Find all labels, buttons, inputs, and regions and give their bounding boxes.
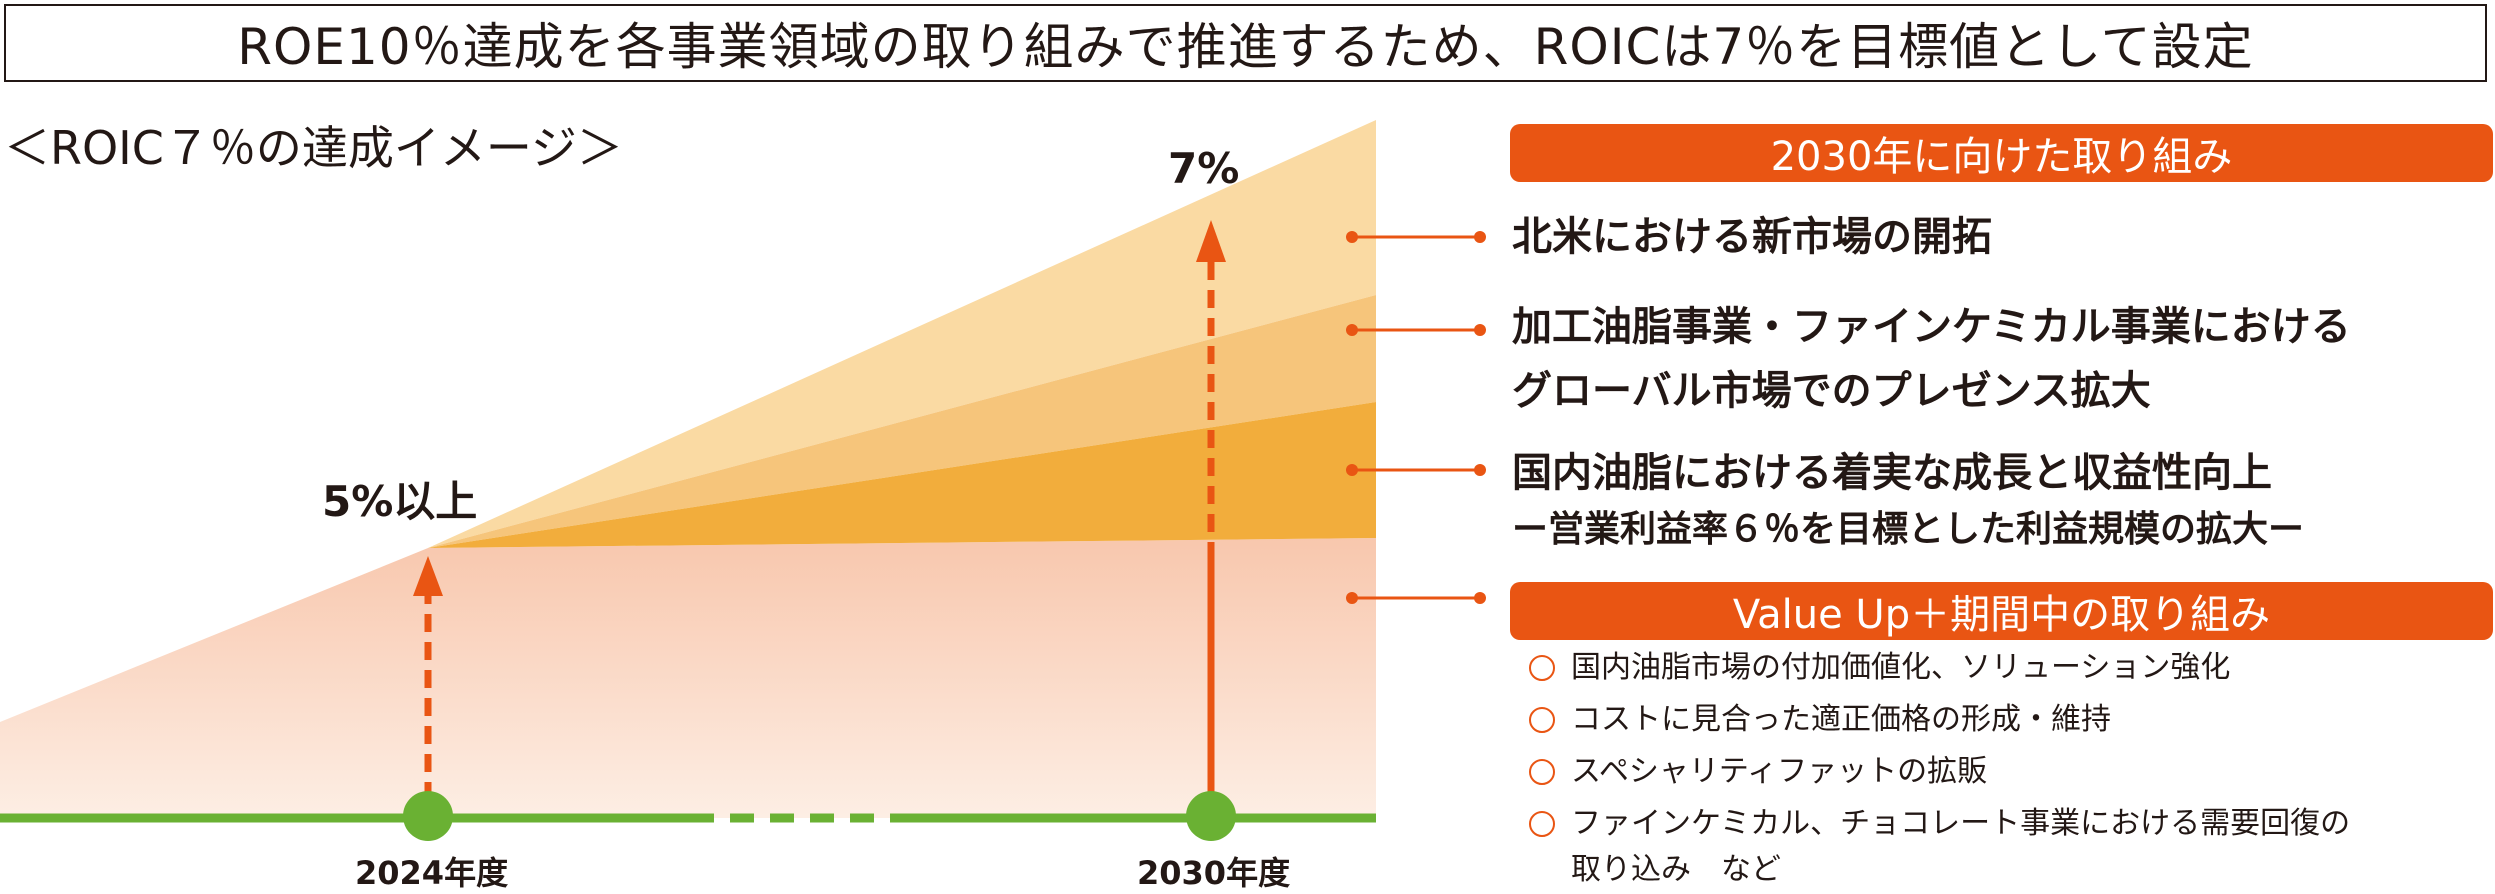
roic-start-label: 5%以上 <box>322 477 478 526</box>
connector-global-presence <box>1346 324 1486 336</box>
year-2024-label: 2024年度 <box>355 854 509 892</box>
timeline-dot-icon <box>1186 791 1236 841</box>
connector-new-market <box>1346 231 1486 243</box>
list-item: コストに見合った適正価格の形成・維持 <box>1525 694 2350 746</box>
band-second <box>428 295 1376 548</box>
connector-domestic-growth <box>1346 464 1486 476</box>
up-arrow-icon <box>413 556 443 596</box>
year-2030-label: 2030年度 <box>1137 854 1291 892</box>
circle-bullet-icon <box>1529 759 1555 785</box>
initiative-domestic-growth-line2: ー営業利益率６％を目標とした利益規模の拡大ー <box>1512 509 2305 550</box>
connector-value-up <box>1346 592 1486 604</box>
roic-target-label: 7% <box>1168 144 1240 193</box>
circle-bullet-icon <box>1529 811 1555 837</box>
up-arrow-icon <box>1196 220 1226 262</box>
main-title: ROE10％達成を各事業領域の取り組みで推進するため、ROICは7％を目標値とし… <box>4 4 2487 82</box>
initiative-global-presence-line2: グローバル市場でのプレゼンス拡大 <box>1512 368 2151 414</box>
diagram-subtitle: ＜ROIC７％の達成イメージ＞ <box>4 121 623 175</box>
circle-bullet-icon <box>1529 655 1555 681</box>
list-item: 国内油脂市場の付加価値化、ソリューション強化 <box>1525 642 2350 694</box>
initiative-global-presence-line1: 加工油脂事業・ファインケミカル事業における <box>1512 304 2351 350</box>
base-area <box>0 538 1376 818</box>
list-item: スペシャリティファットの拡販 <box>1525 746 2350 798</box>
initiative-domestic-growth-line1: 国内油脂における着実な成長と収益性向上 <box>1512 450 2272 496</box>
band-third <box>428 402 1376 548</box>
initiatives-2030-header: 2030年に向けた取り組み <box>1510 124 2493 182</box>
timeline-dot-icon <box>403 791 453 841</box>
list-item-continuation: 取り込み など <box>1571 852 1781 887</box>
list-item: ファインケミカル、チョコレート事業における需要回復の取り込み など <box>1525 798 2350 890</box>
value-up-header: Value Up＋期間中の取り組み <box>1510 582 2493 640</box>
initiative-new-market: 北米における新市場の開拓 <box>1512 214 1992 260</box>
circle-bullet-icon <box>1529 707 1555 733</box>
value-up-list: 国内油脂市場の付加価値化、ソリューション強化 コストに見合った適正価格の形成・維… <box>1525 642 2350 890</box>
band-top <box>428 120 1376 548</box>
